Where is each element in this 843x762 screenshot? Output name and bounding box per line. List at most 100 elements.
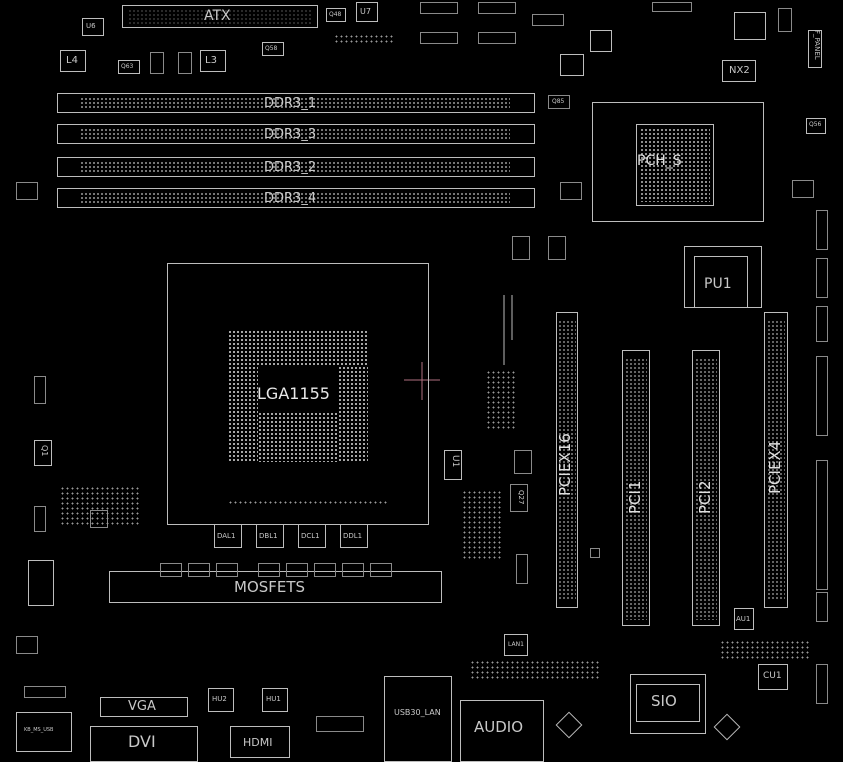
q58-chip <box>262 42 284 56</box>
sio-label: SIO <box>651 692 677 710</box>
ddr3-slot-1-pins <box>80 97 510 109</box>
pci1-label: PCI1 <box>626 480 644 515</box>
right-header-6 <box>816 592 828 622</box>
right-header-4 <box>816 356 828 436</box>
pciex4-slot <box>764 312 788 608</box>
pciex16-slot <box>556 312 578 608</box>
vga-port <box>100 697 188 717</box>
cpu-socket-label: LGA1155 <box>257 384 330 403</box>
right-header-5 <box>816 460 828 590</box>
mosfet-6 <box>314 563 336 577</box>
ddr3-slot-1-label: DDR3_1 <box>264 96 317 111</box>
right-chip-f <box>792 180 814 198</box>
pch-balls <box>640 128 710 202</box>
audio-label: AUDIO <box>474 718 524 736</box>
q63-chip <box>118 60 140 74</box>
f-panel-label: F_PANEL <box>813 30 821 60</box>
hu2-label: HU2 <box>212 695 227 703</box>
q58-label: Q58 <box>265 45 278 52</box>
left-small-d <box>16 636 38 654</box>
mosfets-label: MOSFETS <box>234 578 306 596</box>
chip-small-g <box>590 548 600 558</box>
hu2-chip <box>208 688 234 712</box>
ddr3-slot-2 <box>57 157 535 177</box>
q85-label: Q85 <box>552 98 565 105</box>
ddr3-slot-3-label: DDR3_3 <box>264 127 317 142</box>
chip-near-pcie-b <box>548 236 566 260</box>
u7-label: U7 <box>360 7 371 16</box>
pciex16-pins <box>558 320 576 600</box>
ddl1-label: DDL1 <box>343 532 363 540</box>
mosfet-4 <box>258 563 280 577</box>
top-header-3 <box>420 32 458 44</box>
mosfet-3 <box>216 563 238 577</box>
nx2-label: NX2 <box>729 65 750 76</box>
q56-chip <box>806 118 826 134</box>
usb-lan-label: USB30_LAN <box>394 708 441 717</box>
top-right-chip-c <box>734 12 766 40</box>
pci2-pins <box>695 358 717 620</box>
left-connector <box>28 560 54 606</box>
mosfets-area <box>109 571 442 603</box>
cu1-label: CU1 <box>763 671 782 681</box>
u6-chip <box>82 18 104 36</box>
left-header-a <box>34 376 46 404</box>
cpu-socket-pins-bottom <box>258 412 338 462</box>
kb-ms-usb-label: KB_MS_USB <box>24 727 54 733</box>
u1-chip <box>444 450 462 480</box>
right-header-1 <box>816 210 828 250</box>
top-header-dots <box>334 34 394 44</box>
small-header-bottom <box>316 716 364 732</box>
left-small-chip <box>16 182 38 200</box>
small-chip-a <box>150 52 164 74</box>
ddr3-slot-4-pins <box>80 192 510 204</box>
left-resistor-field <box>60 486 140 526</box>
ddr3-slot-3 <box>57 124 535 144</box>
u7-chip <box>356 2 378 22</box>
socket-resistor-row <box>228 500 388 506</box>
cpu-socket-pins-top <box>228 330 368 366</box>
top-right-chip-e <box>652 2 692 12</box>
top-right-chip-d <box>778 8 792 32</box>
cpu-socket-pins-right <box>338 366 368 462</box>
mosfet-5 <box>286 563 308 577</box>
hdmi-port <box>230 726 290 758</box>
vrm-resistor-field <box>462 490 502 560</box>
cpu-socket-pins-left <box>228 366 258 462</box>
pu1-chip <box>694 256 748 308</box>
bottom-component-field <box>470 660 600 680</box>
ddl1-inductor <box>340 524 368 548</box>
au1-chip <box>734 608 754 630</box>
right-socket-field <box>486 370 516 430</box>
top-right-chip-b <box>560 54 584 76</box>
hdmi-label: HDMI <box>243 736 273 749</box>
l3-label: L3 <box>205 55 217 66</box>
right-header-3 <box>816 306 828 342</box>
top-header-2 <box>478 2 516 14</box>
dal1-label: DAL1 <box>217 532 236 540</box>
top-header-1 <box>420 2 458 14</box>
nx2-chip <box>722 60 756 82</box>
hu1-chip <box>262 688 288 712</box>
kb-ms-usb-port <box>16 712 72 752</box>
atx-connector <box>122 5 318 28</box>
top-header-4 <box>478 32 516 44</box>
usb-lan-port <box>384 676 452 762</box>
bottom-right-field <box>720 640 810 660</box>
q27-chip <box>510 484 528 512</box>
dcl1-label: DCL1 <box>301 532 320 540</box>
sio-outline <box>630 674 706 734</box>
pch-outline <box>592 102 764 222</box>
top-header-5 <box>532 14 564 26</box>
dbl1-label: DBL1 <box>259 532 278 540</box>
atx-label: ATX <box>204 8 231 24</box>
pu1-label: PU1 <box>704 276 732 292</box>
dal1-inductor <box>214 524 242 548</box>
au1-label: AU1 <box>736 615 751 623</box>
vga-label: VGA <box>128 699 156 714</box>
q1-label: Q1 <box>40 445 49 457</box>
mosfet-2 <box>188 563 210 577</box>
pch-label: PCH_S <box>637 153 682 169</box>
l4-label: L4 <box>66 55 78 66</box>
